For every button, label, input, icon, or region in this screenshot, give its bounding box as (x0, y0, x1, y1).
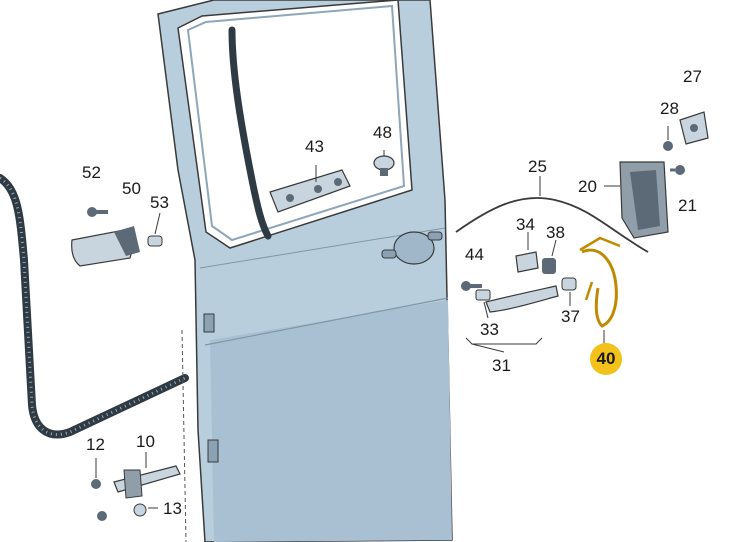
callout-53: 53 (150, 193, 169, 212)
callout-43: 43 (305, 137, 324, 156)
part-34-bracket (515, 232, 539, 273)
callout-31: 31 (492, 356, 511, 375)
callout-25: 25 (528, 157, 547, 176)
sliding-door-panel (157, 0, 453, 542)
callout-37: 37 (561, 307, 580, 326)
part-27-striker (679, 111, 709, 145)
callout-20: 20 (578, 177, 597, 196)
part-50-interior-handle (71, 226, 140, 267)
callout-28: 28 (660, 99, 679, 118)
callout-27: 27 (683, 67, 702, 86)
part-38-cap (542, 239, 557, 274)
part-52-screw (87, 207, 108, 217)
callout-40-highlighted: 40 (590, 343, 622, 375)
part-37-clip (561, 277, 577, 306)
callout-34: 34 (516, 215, 535, 234)
callout-44: 44 (465, 245, 484, 264)
part-20-door-lock (604, 161, 669, 239)
callout-33: 33 (480, 320, 499, 339)
part-48-clip (373, 150, 395, 176)
callout-52: 52 (82, 163, 101, 182)
part-40-release-cable-highlighted (579, 236, 621, 344)
callout-48: 48 (373, 123, 392, 142)
callout-10: 10 (136, 432, 155, 451)
part-31-outside-handle (465, 285, 559, 353)
part-43-bracket (269, 165, 351, 213)
part-28-screw (663, 126, 673, 151)
callout-50: 50 (122, 179, 141, 198)
callout-12: 12 (86, 435, 105, 454)
part-10-door-check (113, 452, 181, 499)
callout-21: 21 (678, 196, 697, 215)
part-12-screw (91, 458, 101, 489)
handle-recess (393, 231, 435, 265)
callout-13: 13 (163, 499, 182, 518)
part-13-washer (133, 503, 158, 517)
part-21-screw (670, 165, 685, 175)
part-44-screw (461, 281, 482, 291)
part-53-bushing (147, 212, 163, 247)
part-25-cable (455, 197, 649, 253)
callout-38: 38 (546, 223, 565, 242)
part-33-gasket (475, 289, 491, 319)
